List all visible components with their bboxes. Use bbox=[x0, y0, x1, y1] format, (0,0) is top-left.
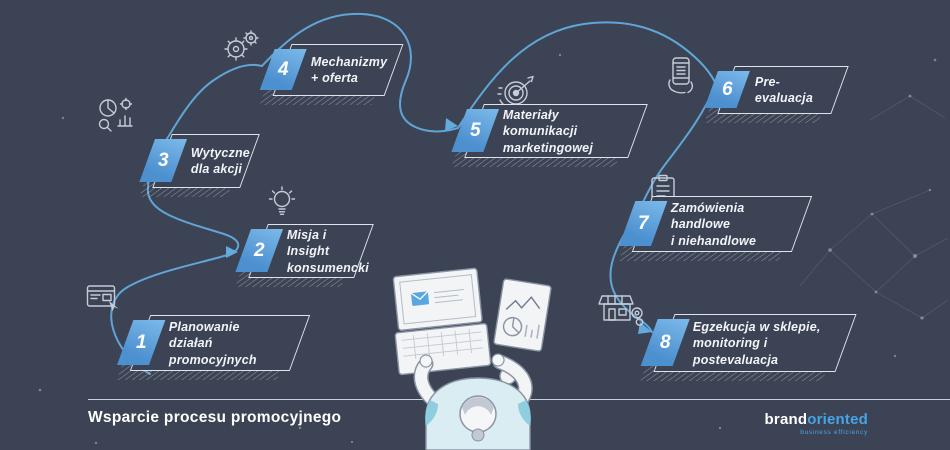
step-1: 1 Planowanie działań promocyjnych bbox=[116, 315, 311, 380]
logo-tagline: business efficiency bbox=[800, 429, 868, 436]
step-label: Egzekucja w sklepie, monitoring i postev… bbox=[693, 319, 821, 367]
infographic-title: Wsparcie procesu promocyjnego bbox=[88, 409, 342, 426]
analytics-charts-icon bbox=[96, 96, 140, 136]
phone-in-hand-icon bbox=[664, 56, 698, 98]
step-label: Pre-evaluacja bbox=[755, 74, 814, 105]
step-box: 3 Wytyczne dla akcji bbox=[139, 134, 260, 188]
logo-oriented-text: oriented bbox=[807, 411, 868, 428]
step-box: 1 Planowanie działań promocyjnych bbox=[116, 315, 311, 371]
step-4: 4 Mechanizmy + oferta bbox=[259, 44, 404, 105]
store-icon bbox=[596, 290, 644, 330]
brandoriented-logo: brandoriented business efficiency bbox=[752, 412, 868, 437]
step-7: 7 Zamówienia handlowe i niehandlowe bbox=[618, 196, 813, 261]
step-label: Mechanizmy + oferta bbox=[311, 54, 388, 85]
browser-window-icon bbox=[86, 283, 122, 315]
step-box: 7 Zamówienia handlowe i niehandlowe bbox=[618, 196, 813, 252]
step-3: 3 Wytyczne dla akcji bbox=[139, 134, 260, 197]
logo-wordmark: brandoriented bbox=[752, 412, 868, 427]
step-box: 2 Misja i Insight konsumencki bbox=[235, 224, 374, 278]
lightbulb-icon bbox=[266, 186, 298, 218]
step-label: Zamówienia handlowe i niehandlowe bbox=[671, 200, 757, 248]
step-label: Misja i Insight konsumencki bbox=[287, 227, 370, 275]
step-box: 8 Egzekucja w sklepie, monitoring i post… bbox=[640, 314, 857, 372]
step-box: 5 Materiały komunikacji marketingowej bbox=[451, 104, 648, 158]
step-2: 2 Misja i Insight konsumencki bbox=[235, 224, 374, 287]
person-at-laptop-illustration bbox=[392, 267, 552, 450]
step-label: Materiały komunikacji marketingowej bbox=[503, 107, 594, 155]
logo-brand-text: brand bbox=[764, 411, 808, 428]
step-label: Planowanie działań promocyjnych bbox=[169, 319, 257, 367]
step-6: 6 Pre-evaluacja bbox=[704, 66, 849, 123]
step-box: 6 Pre-evaluacja bbox=[704, 66, 849, 114]
step-5: 5 Materiały komunikacji marketingowej bbox=[451, 104, 648, 167]
step-box: 4 Mechanizmy + oferta bbox=[259, 44, 404, 96]
step-8: 8 Egzekucja w sklepie, monitoring i post… bbox=[640, 314, 857, 381]
step-label: Wytyczne dla akcji bbox=[191, 145, 251, 176]
gears-icon bbox=[222, 30, 260, 64]
